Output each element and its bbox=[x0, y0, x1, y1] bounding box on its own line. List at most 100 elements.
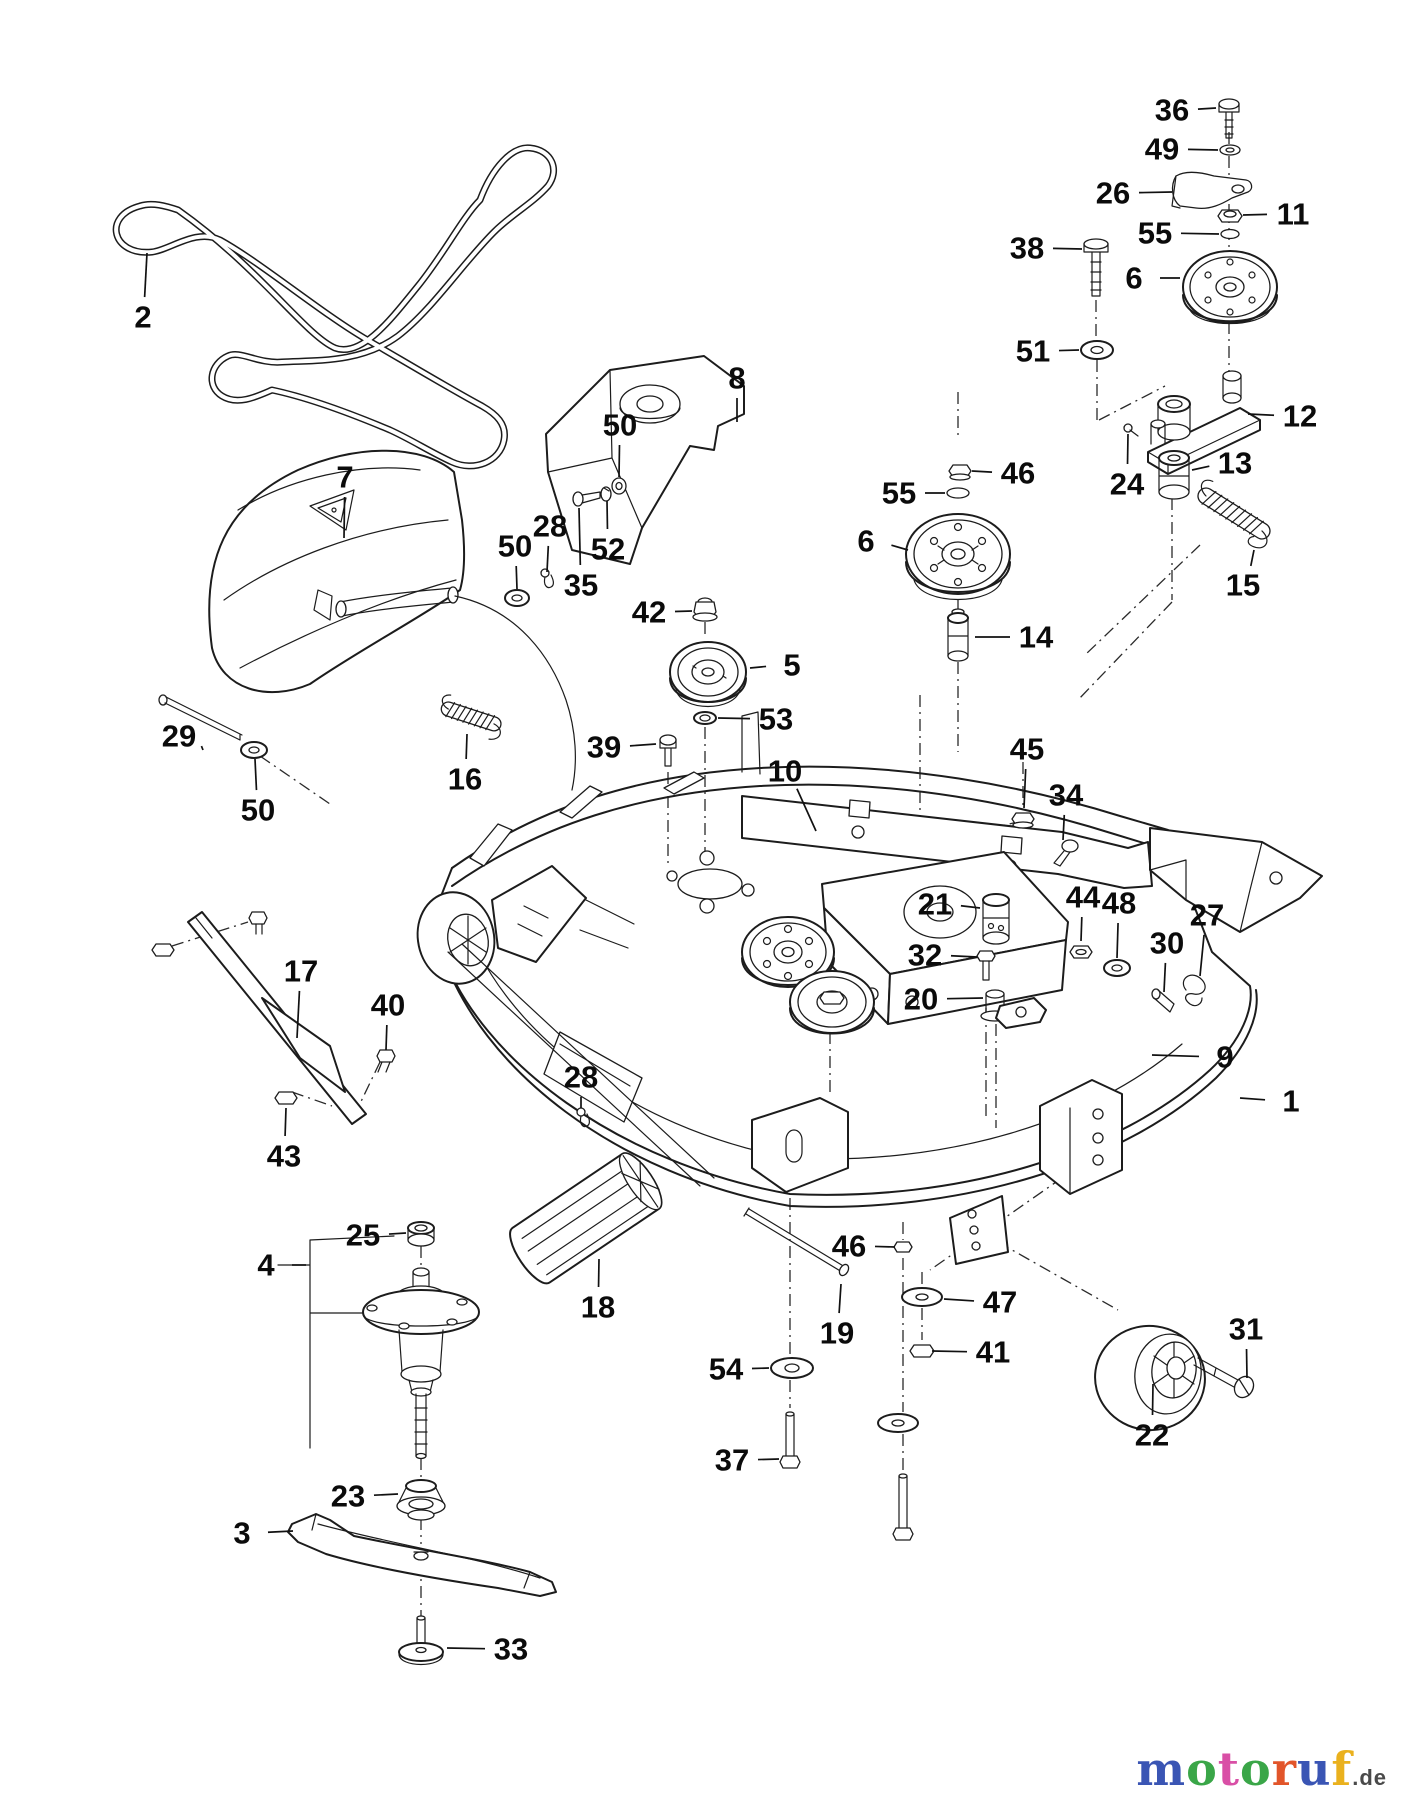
callout-12: 12 bbox=[1247, 399, 1317, 434]
washer-53 bbox=[693, 711, 717, 725]
svg-text:25: 25 bbox=[346, 1218, 380, 1253]
callout-28: 28 bbox=[533, 509, 567, 573]
callout-13: 13 bbox=[1191, 446, 1252, 481]
logo-letter: f bbox=[1331, 1742, 1353, 1796]
svg-text:54: 54 bbox=[709, 1352, 744, 1387]
nut-44 bbox=[1069, 945, 1093, 959]
svg-text:11: 11 bbox=[1277, 197, 1310, 232]
blade-bolt-33 bbox=[398, 1615, 444, 1665]
lock-washer-52 bbox=[600, 486, 612, 502]
warning-triangle-icon bbox=[309, 489, 355, 531]
baffle-10 bbox=[741, 795, 1153, 889]
svg-text:55: 55 bbox=[1138, 216, 1172, 251]
logo-letter: o bbox=[1240, 1742, 1272, 1796]
svg-text:52: 52 bbox=[591, 532, 625, 567]
motoruf-logo-word: motoruf bbox=[1136, 1742, 1352, 1796]
guard-bar-17 bbox=[151, 911, 396, 1125]
callout-20: 20 bbox=[904, 982, 984, 1017]
svg-text:38: 38 bbox=[1010, 231, 1044, 266]
front-pocket bbox=[543, 1031, 643, 1123]
spindle-assembly bbox=[277, 1221, 557, 1665]
rod-19 bbox=[743, 1207, 850, 1277]
motoruf-logo: motoruf.de bbox=[1136, 1746, 1387, 1792]
svg-text:46: 46 bbox=[1001, 456, 1035, 491]
svg-text:17: 17 bbox=[284, 954, 318, 989]
bolt-46-bottom bbox=[893, 1241, 913, 1253]
callout-21: 21 bbox=[918, 887, 981, 922]
callout-14: 14 bbox=[975, 620, 1054, 655]
bushing-21 bbox=[982, 893, 1010, 945]
svg-text:41: 41 bbox=[976, 1335, 1010, 1370]
callout-17: 17 bbox=[284, 954, 318, 1039]
spacer-20 bbox=[980, 989, 1047, 1029]
callout-30: 30 bbox=[1150, 926, 1184, 993]
bolt-37 bbox=[779, 1411, 801, 1469]
callout-50: 50 bbox=[603, 408, 637, 478]
caster-wheel-assembly bbox=[416, 865, 635, 985]
svg-text:49: 49 bbox=[1145, 132, 1179, 167]
callout-37: 37 bbox=[715, 1443, 780, 1478]
svg-text:40: 40 bbox=[371, 988, 405, 1023]
deflector-spring bbox=[440, 694, 502, 740]
flat-idler-pulley-center bbox=[905, 513, 1011, 601]
logo-letter: m bbox=[1136, 1742, 1187, 1796]
svg-text:44: 44 bbox=[1066, 880, 1101, 915]
callout-39: 39 bbox=[587, 730, 657, 765]
svg-text:24: 24 bbox=[1110, 467, 1145, 502]
callout-36: 36 bbox=[1155, 93, 1217, 128]
motoruf-logo-suffix: .de bbox=[1352, 1765, 1387, 1790]
svg-text:20: 20 bbox=[904, 982, 938, 1017]
underdeck-fasteners bbox=[770, 1241, 943, 1541]
callout-31: 31 bbox=[1229, 1312, 1263, 1379]
callout-7: 7 bbox=[336, 460, 354, 539]
svg-text:37: 37 bbox=[715, 1443, 749, 1478]
svg-text:3: 3 bbox=[233, 1516, 250, 1551]
svg-text:29: 29 bbox=[162, 719, 196, 754]
callout-34: 34 bbox=[1049, 778, 1084, 841]
v-pulley-5 bbox=[669, 641, 747, 708]
bracket-26 bbox=[1171, 171, 1253, 210]
svg-text:7: 7 bbox=[336, 460, 353, 495]
callout-33: 33 bbox=[446, 1632, 528, 1667]
callout-8: 8 bbox=[728, 361, 746, 422]
deflector-mount-fasteners bbox=[158, 694, 268, 759]
svg-text:22: 22 bbox=[1135, 1418, 1169, 1453]
mower-blade-3 bbox=[287, 1513, 557, 1597]
nut-11 bbox=[1217, 209, 1243, 223]
washer-under bbox=[877, 1413, 919, 1433]
nut-43 bbox=[274, 1091, 298, 1105]
callout-44: 44 bbox=[1066, 880, 1101, 942]
locknut-49 bbox=[1219, 144, 1241, 156]
callout-48: 48 bbox=[1102, 886, 1136, 959]
shoulder-bolt-39 bbox=[659, 734, 677, 767]
callout-2: 2 bbox=[134, 252, 152, 335]
callout-11: 11 bbox=[1242, 197, 1310, 232]
axle-bolt-31 bbox=[1193, 1357, 1255, 1399]
discharge-deflector bbox=[208, 449, 576, 791]
callout-15: 15 bbox=[1226, 549, 1260, 603]
callout-1: 1 bbox=[1239, 1084, 1300, 1119]
callout-6: 6 bbox=[1125, 261, 1180, 296]
pin-28-b bbox=[576, 1107, 590, 1128]
washer-54 bbox=[770, 1357, 814, 1379]
svg-text:1: 1 bbox=[1282, 1084, 1299, 1119]
svg-text:6: 6 bbox=[1125, 261, 1142, 296]
logo-letter: r bbox=[1271, 1742, 1297, 1796]
callout-27: 27 bbox=[1190, 898, 1224, 977]
callout-46: 46 bbox=[971, 456, 1035, 491]
svg-text:21: 21 bbox=[918, 887, 952, 922]
anti-scalp-roller-18 bbox=[509, 1152, 663, 1285]
bolt-35 bbox=[572, 491, 601, 507]
callout-26: 26 bbox=[1096, 176, 1173, 211]
belt-cover bbox=[545, 355, 745, 565]
callout-53: 53 bbox=[717, 702, 793, 737]
nut-45 bbox=[1011, 812, 1035, 829]
svg-text:12: 12 bbox=[1283, 399, 1317, 434]
spring-clip-27 bbox=[1182, 974, 1206, 1007]
callout-4: 4 bbox=[257, 1248, 306, 1283]
bolt-38 bbox=[1083, 238, 1109, 297]
callout-49: 49 bbox=[1145, 132, 1219, 167]
logo-letter: t bbox=[1217, 1742, 1241, 1796]
